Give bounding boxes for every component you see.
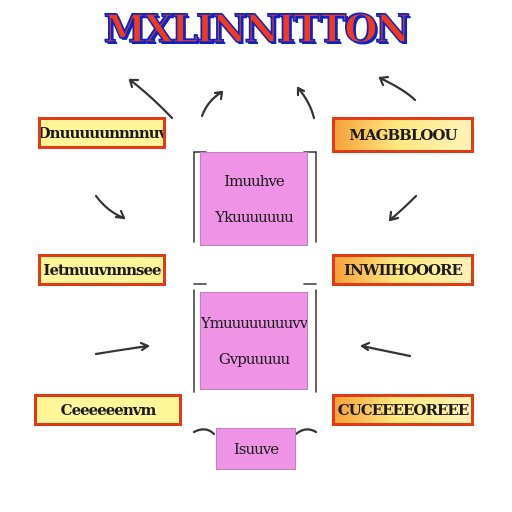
arrow-top-left [128, 78, 174, 120]
right-box-1: MAGBBLOOU [332, 117, 474, 153]
right-box-2: INWIIHOOORE [332, 254, 474, 286]
center-box-2-line-1: Ymuuuuuuuuvv [200, 314, 308, 332]
right-box-3: CUCEEEEOREEE [332, 394, 474, 426]
left-box-1: Dnuuuuunnnnuv [38, 117, 166, 149]
center-box-1: Imuuhve Ykuuuuuuu [200, 152, 308, 246]
arrow-mid-left [94, 194, 126, 220]
arrow-top-right [378, 76, 417, 102]
center-box-2-line-2: Gvpuuuuu [218, 350, 290, 368]
center-box-1-line-1: Imuuhve [224, 172, 284, 190]
center-box-3-line-1: Isuuve [233, 440, 279, 458]
left-box-2: Ietmuuvnnnsee [38, 254, 166, 286]
arrow-inner-top-right [296, 86, 316, 120]
left-box-3: Ceeeeeenvm [34, 394, 182, 426]
arrow-lower-right [360, 344, 412, 358]
center-box-2: Ymuuuuuuuuvv Gvpuuuuu [200, 292, 308, 390]
arrow-lower-left [94, 344, 150, 356]
arrow-mid-right [388, 194, 418, 222]
diagram-title: MXLINNITTON [103, 5, 411, 52]
arrow-inner-top-left [200, 90, 224, 118]
center-box-3: Isuuve [216, 428, 296, 470]
center-box-1-line-2: Ykuuuuuuu [215, 208, 294, 226]
arrow-bottom-left [192, 428, 216, 436]
